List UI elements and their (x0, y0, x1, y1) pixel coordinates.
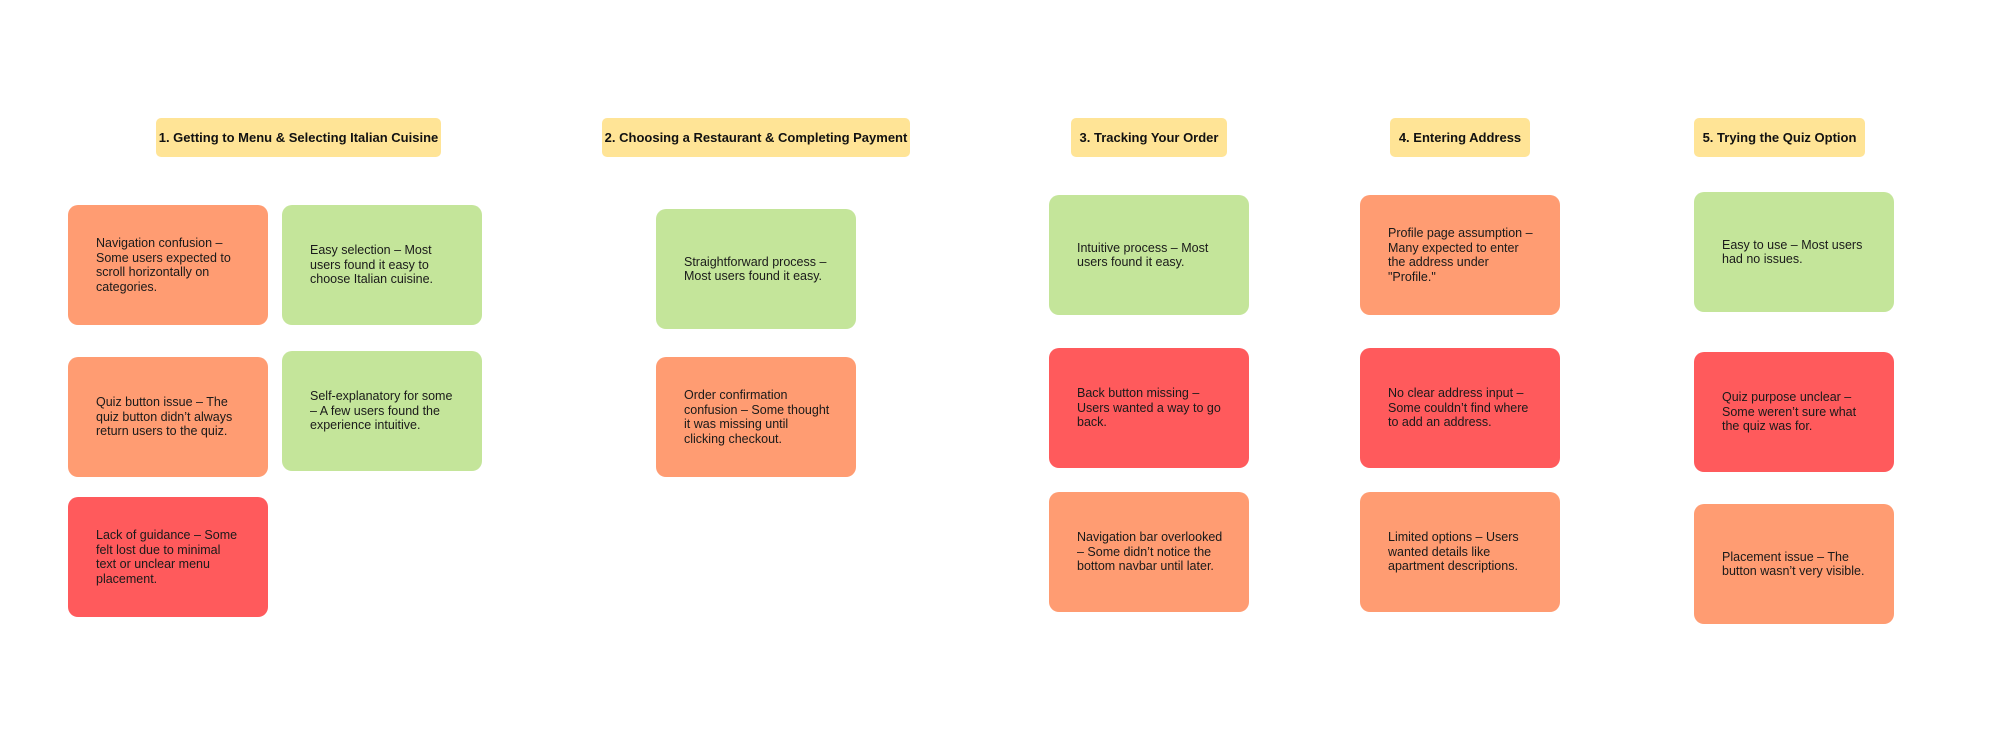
note-text: Profile page assumption – Many expected … (1388, 226, 1533, 284)
note-text: Placement issue – The button wasn’t very… (1722, 549, 1865, 579)
note-text: Navigation bar overlooked – Some didn’t … (1077, 530, 1223, 574)
sticky-note-easy-to-use: Easy to use – Most users had no issues. (1694, 192, 1894, 312)
note-text: Quiz purpose unclear – Some weren’t sure… (1722, 390, 1857, 434)
section-header-5: 5. Trying the Quiz Option (1694, 118, 1865, 157)
note-text: Straightforward process – Most users fou… (684, 254, 827, 284)
sticky-note-navigation-confusion: Navigation confusion – Some users expect… (68, 205, 268, 325)
sticky-note-quiz-button-issue: Quiz button issue – The quiz button didn… (68, 357, 268, 477)
sticky-note-quiz-purpose-unclear: Quiz purpose unclear – Some weren’t sure… (1694, 352, 1894, 472)
sticky-note-self-explanatory: Self-explanatory for some – A few users … (282, 351, 482, 471)
sticky-note-back-button-missing: Back button missing – Users wanted a way… (1049, 348, 1249, 468)
sticky-note-limited-options: Limited options – Users wanted details l… (1360, 492, 1560, 612)
section-header-2: 2. Choosing a Restaurant & Completing Pa… (602, 118, 910, 157)
section-header-3: 3. Tracking Your Order (1071, 118, 1227, 157)
note-text: Easy selection – Most users found it eas… (310, 243, 433, 287)
note-text: Navigation confusion – Some users expect… (96, 236, 231, 294)
sticky-note-profile-page-assumption: Profile page assumption – Many expected … (1360, 195, 1560, 315)
sticky-note-intuitive-process: Intuitive process – Most users found it … (1049, 195, 1249, 315)
note-text: Easy to use – Most users had no issues. (1722, 237, 1863, 267)
section-header-1: 1. Getting to Menu & Selecting Italian C… (156, 118, 441, 157)
note-text: Self-explanatory for some – A few users … (310, 389, 453, 433)
note-text: Intuitive process – Most users found it … (1077, 240, 1209, 270)
sticky-note-order-confirmation: Order confirmation confusion – Some thou… (656, 357, 856, 477)
sticky-note-placement-issue: Placement issue – The button wasn’t very… (1694, 504, 1894, 624)
note-text: No clear address input – Some couldn’t f… (1388, 386, 1529, 430)
sticky-note-navigation-bar-overlooked: Navigation bar overlooked – Some didn’t … (1049, 492, 1249, 612)
sticky-note-lack-of-guidance: Lack of guidance – Some felt lost due to… (68, 497, 268, 617)
note-text: Quiz button issue – The quiz button didn… (96, 395, 233, 439)
note-text: Back button missing – Users wanted a way… (1077, 386, 1221, 430)
section-header-4: 4. Entering Address (1390, 118, 1530, 157)
sticky-note-easy-selection: Easy selection – Most users found it eas… (282, 205, 482, 325)
note-text: Limited options – Users wanted details l… (1388, 530, 1519, 574)
sticky-note-straightforward-process: Straightforward process – Most users fou… (656, 209, 856, 329)
sticky-note-no-clear-address-input: No clear address input – Some couldn’t f… (1360, 348, 1560, 468)
note-text: Lack of guidance – Some felt lost due to… (96, 528, 238, 586)
note-text: Order confirmation confusion – Some thou… (684, 388, 830, 446)
